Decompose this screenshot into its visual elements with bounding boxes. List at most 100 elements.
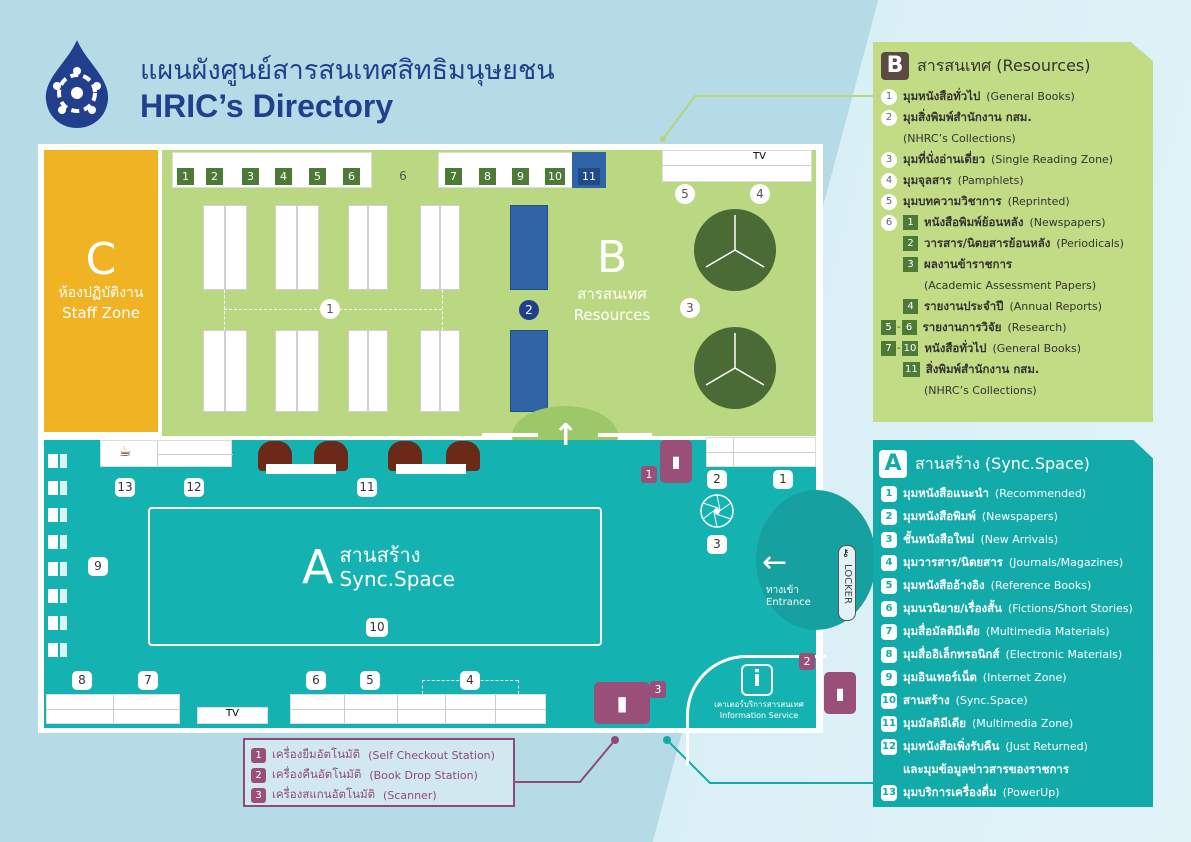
page-title: HRIC’s Directory — [140, 88, 394, 124]
nhrc-shelf — [510, 330, 548, 412]
internet-stations — [60, 454, 67, 666]
legend-a-letter: A — [879, 450, 907, 478]
scanner-station[interactable]: ▮ — [594, 682, 650, 724]
legend-sub-badge: 1 — [903, 215, 918, 230]
legend-th: มุมบทความวิชาการ — [903, 193, 1002, 208]
legend-b-letter: B — [881, 52, 909, 80]
shelf-label: 2 — [206, 168, 223, 185]
legend-en: (Journals/Magazines) — [1008, 556, 1124, 569]
shelf-label: 8 — [479, 168, 496, 185]
wall — [598, 433, 652, 437]
dashed-line — [422, 680, 423, 694]
zone-c-letter: C — [85, 234, 117, 285]
legend-th: เครื่องยืมอัตโนมัติ — [272, 747, 361, 761]
area-label-11: 11 — [357, 478, 377, 497]
legend-badge: 1 — [881, 88, 897, 105]
legend-th: มุมสื่อมัลติมีเดีย — [903, 623, 980, 638]
table — [420, 330, 440, 412]
info-icon: i — [741, 664, 773, 696]
legend-badge: 4 — [881, 554, 897, 571]
range-dash: - — [897, 343, 901, 354]
book-drop-station[interactable]: ▮ — [824, 672, 856, 714]
legend-th: มุมมัลติมีเดีย — [903, 715, 966, 730]
legend-th: รายงานการวิจัย — [922, 319, 1002, 334]
self-checkout-station[interactable]: ▮ — [660, 440, 692, 483]
area-label-9: 9 — [88, 557, 108, 576]
side-table — [266, 464, 336, 474]
legend-badge: 3 — [251, 787, 266, 803]
area-label-1: 1 — [773, 470, 793, 489]
coffee-cup-icon: ☕ — [119, 444, 132, 460]
shelf-label: 1 — [177, 168, 194, 185]
info-service-label[interactable]: เคาเตอร์บริการสารสนเทศ Information Servic… — [696, 699, 822, 721]
legend-badge: 1 — [881, 485, 897, 502]
locker[interactable]: ⚷ LOCKER — [838, 545, 856, 621]
zone-b-en: Resources — [573, 306, 651, 324]
table — [203, 205, 225, 290]
info-th: เคาเตอร์บริการสารสนเทศ — [714, 700, 804, 709]
entrance[interactable] — [756, 490, 876, 630]
legend-badge: 4 — [881, 172, 897, 189]
table — [225, 330, 247, 412]
area-label-7: 7 — [138, 671, 158, 690]
sync-space-area[interactable] — [148, 507, 602, 646]
book-icon: ▮ — [616, 691, 628, 715]
shelf-a-7-8 — [46, 694, 180, 724]
info-counter — [686, 655, 826, 765]
legend-badge: 5 — [881, 193, 897, 210]
legend-en: (Scanner) — [383, 788, 437, 802]
legend-range-start: 7 — [881, 341, 896, 356]
device-label-3: 3 — [650, 681, 666, 698]
legend-en: (Annual Reports) — [1009, 300, 1102, 313]
legend-en: (Just Returned) — [1005, 740, 1088, 753]
table — [297, 330, 319, 412]
legend-item: (NHRC’s Collections) — [881, 380, 1153, 401]
area-label-12: 12 — [184, 478, 204, 497]
legend-badge: 5 — [881, 577, 897, 594]
shelf-b-1-6 — [172, 152, 372, 188]
legend-b-title: สารสนเทศ (Resources) — [917, 55, 1091, 75]
legend-item: และมุมข้อมูลข่าวสารของราชการ — [881, 758, 1153, 781]
round-table — [694, 209, 776, 291]
legend-en: (Reprinted) — [1007, 195, 1070, 208]
hric-logo — [42, 38, 112, 130]
legend-devices: 1 เครื่องยืมอัตโนมัติ (Self Checkout Stati… — [243, 738, 515, 807]
legend-th: ผลงานข้าราชการ — [924, 256, 1013, 271]
zone-c-staff[interactable]: C ห้องปฏิบัติงาน Staff Zone — [44, 150, 158, 432]
shelf-a-1-2 — [706, 437, 816, 467]
legend-en: (Newspapers) — [1029, 216, 1106, 229]
legend-en: (Electronic Materials) — [1005, 648, 1123, 661]
book-icon: ▮ — [671, 452, 681, 471]
info-en: Information Service — [719, 711, 799, 720]
legend-th: หนังสือทั่วไป — [924, 340, 987, 355]
area-label-3: 3 — [680, 298, 700, 318]
legend-badge: 1 — [251, 747, 266, 763]
device-label-1: 1 — [641, 466, 657, 483]
legend-badge: 13 — [881, 784, 897, 801]
area-label-4: 4 — [750, 184, 770, 204]
legend-en: (Self Checkout Station) — [368, 748, 495, 762]
zone-b-resources[interactable]: 1 2 3 4 5 6 6 7 8 9 10 11 TV 1 2 B สารสน… — [162, 150, 816, 466]
legend-item: 5 มุมบทความวิชาการ (Reprinted) — [881, 191, 1153, 212]
entrance-th: ทางเข้า — [766, 585, 799, 596]
area-label-13: 13 — [115, 478, 135, 497]
table — [368, 205, 388, 290]
shelf-label: 4 — [275, 168, 292, 185]
locker-label: LOCKER — [842, 564, 853, 604]
legend-en: (General Books) — [986, 90, 1075, 103]
